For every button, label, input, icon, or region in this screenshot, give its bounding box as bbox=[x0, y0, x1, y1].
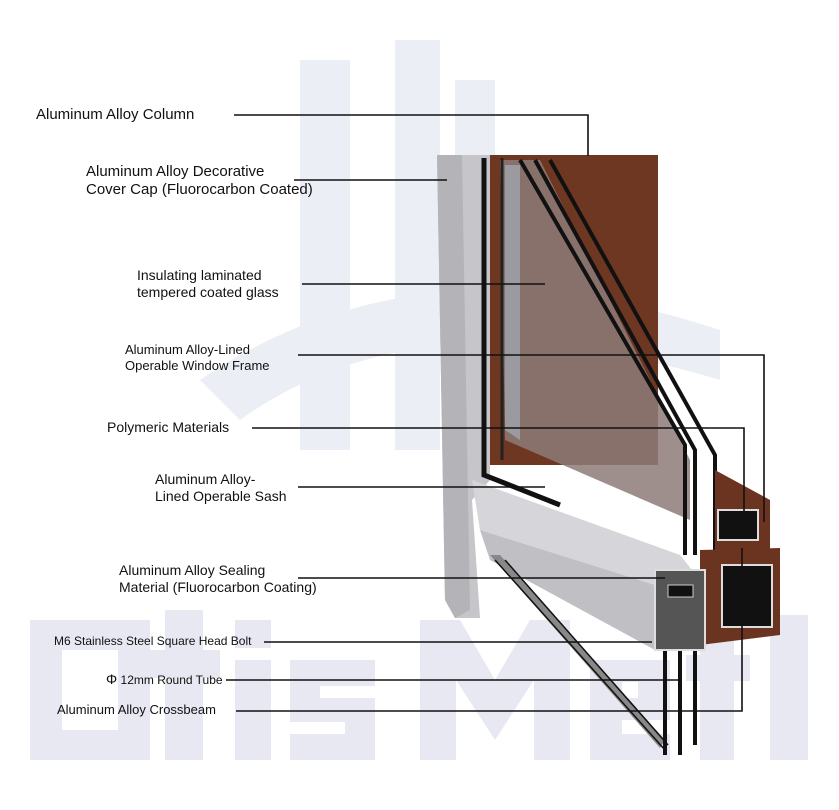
label-tube-text: 12mm Round Tube bbox=[120, 673, 223, 687]
leader-crossbeam bbox=[236, 548, 743, 712]
diameter-symbol-icon: Φ bbox=[106, 671, 118, 687]
label-sealing: Aluminum Alloy Sealing Material (Fluoroc… bbox=[119, 562, 317, 596]
label-sealing-line1: Aluminum Alloy Sealing bbox=[119, 562, 266, 578]
label-polymeric: Polymeric Materials bbox=[107, 419, 230, 435]
label-crossbeam: Aluminum Alloy Crossbeam bbox=[57, 702, 216, 717]
label-cover-cap: Aluminum Alloy Decorative Cover Cap (Flu… bbox=[86, 163, 313, 199]
leader-column bbox=[234, 114, 589, 156]
label-bolt: M6 Stainless Steel Square Head Bolt bbox=[54, 634, 252, 648]
sill bbox=[472, 480, 700, 585]
label-frame: Aluminum Alloy-Lined Operable Window Fra… bbox=[125, 342, 270, 373]
label-cover-cap-line1: Aluminum Alloy Decorative bbox=[86, 163, 265, 180]
leader-polymeric bbox=[252, 427, 745, 530]
label-glass-line1: Insulating laminated bbox=[137, 267, 262, 283]
label-glass: Insulating laminated tempered coated gla… bbox=[137, 267, 279, 301]
label-column: Aluminum Alloy Column bbox=[36, 106, 195, 123]
label-sash: Aluminum Alloy- Lined Operable Sash bbox=[155, 471, 287, 505]
leader-frame bbox=[298, 354, 765, 522]
label-glass-line2: tempered coated glass bbox=[137, 283, 279, 300]
label-frame-line2: Operable Window Frame bbox=[125, 357, 270, 373]
label-tube: Φ 12mm Round Tube bbox=[106, 671, 223, 688]
label-sash-line2: Lined Operable Sash bbox=[155, 487, 287, 504]
label-cover-cap-line2: Cover Cap (Fluorocarbon Coated) bbox=[86, 181, 313, 198]
label-sash-line1: Aluminum Alloy- bbox=[155, 471, 256, 487]
label-sealing-line2: Material (Fluorocarbon Coating) bbox=[119, 578, 317, 595]
glass-pane bbox=[500, 160, 690, 520]
label-frame-line1: Aluminum Alloy-Lined bbox=[125, 342, 251, 357]
leader-lines bbox=[226, 114, 765, 712]
